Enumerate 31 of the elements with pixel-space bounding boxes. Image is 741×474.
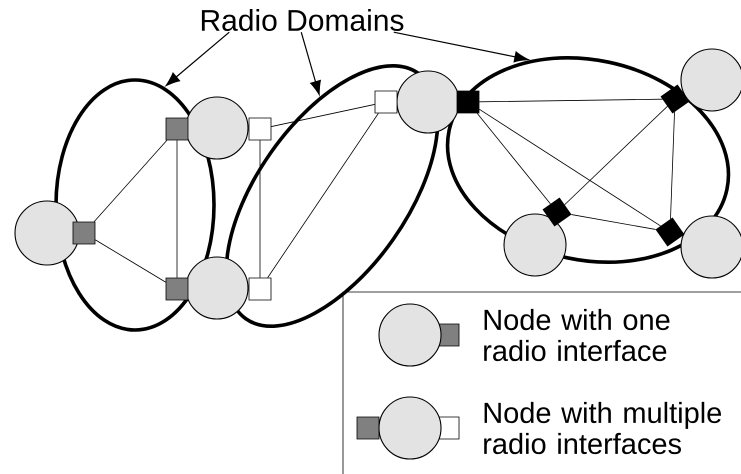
link-line: [479, 98, 663, 102]
leader-arrow: [394, 32, 528, 62]
callout-text: Radio Domains: [202, 8, 404, 32]
interface-square: [166, 118, 188, 140]
node-circle: [396, 70, 460, 134]
link-line: [670, 112, 675, 220]
interface-square: [456, 90, 480, 114]
interface-square: [72, 222, 96, 244]
link-line: [267, 113, 379, 278]
interface-square: [248, 278, 272, 300]
link-line: [271, 104, 375, 127]
node-circle: [680, 48, 741, 112]
link-line: [571, 214, 656, 230]
legend-text: Node with multiple radio interfaces: [484, 402, 721, 454]
interface-square: [248, 118, 272, 140]
node-circle: [14, 200, 80, 266]
link-line: [479, 108, 661, 226]
leader-arrow: [300, 32, 321, 95]
legend-text: Node with one radio interface: [484, 308, 670, 362]
interface-square: [166, 278, 188, 300]
node-circle: [503, 213, 567, 277]
node-circle: [185, 96, 249, 160]
link-line: [176, 140, 178, 278]
node-circle: [185, 256, 249, 320]
link-line: [476, 113, 551, 204]
interface-square: [374, 90, 398, 114]
node-circle: [680, 215, 741, 279]
link-line: [95, 239, 166, 283]
link-line: [94, 140, 168, 222]
leader-arrow: [166, 32, 230, 86]
link-line: [564, 106, 668, 206]
